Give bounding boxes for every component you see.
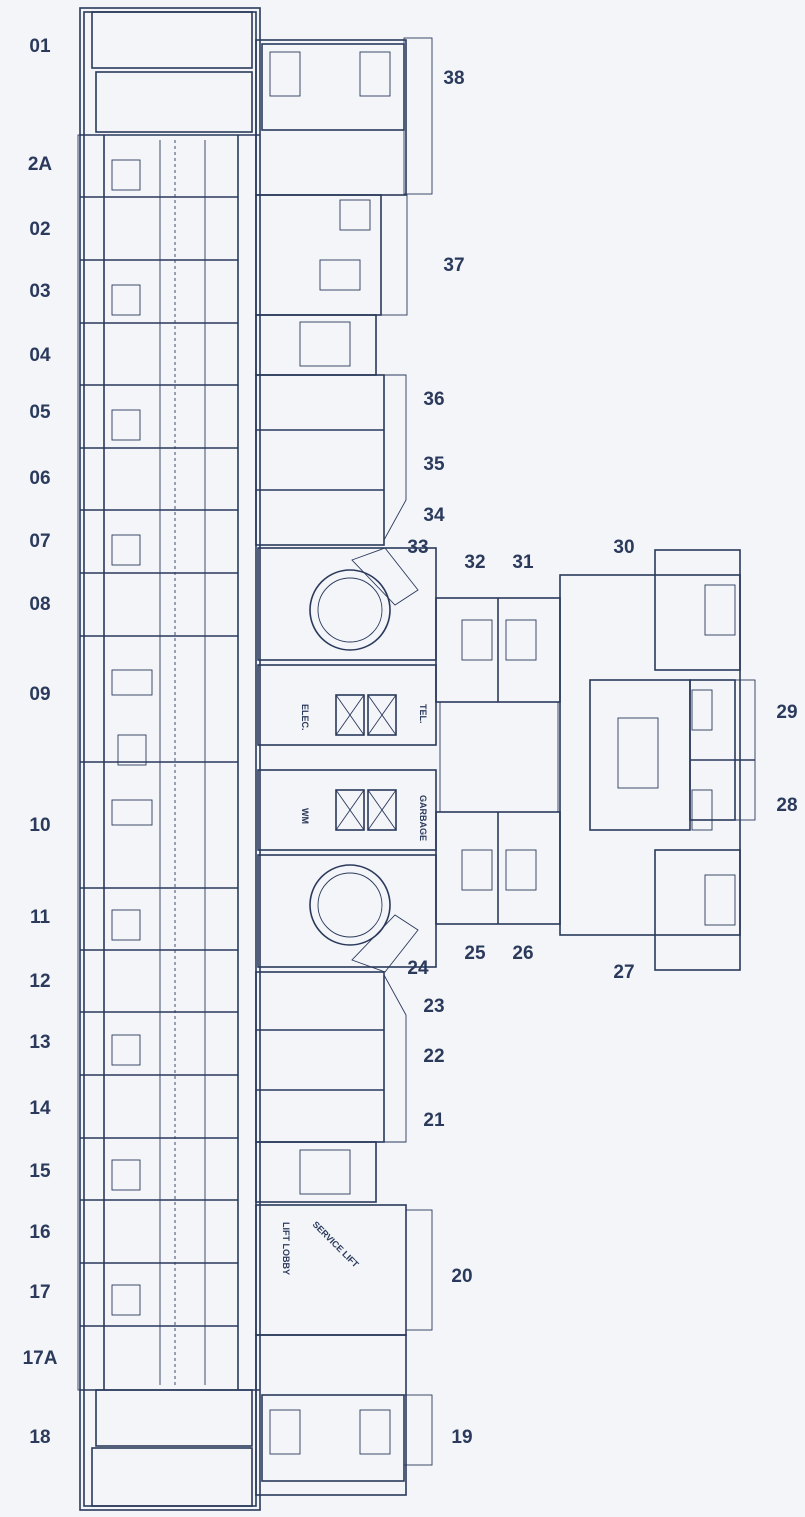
- unit-label-35: 35: [423, 454, 445, 475]
- room-tag-tel: TEL.: [418, 704, 428, 724]
- unit-label-09: 09: [29, 684, 50, 705]
- unit-label-31: 31: [512, 552, 534, 573]
- room-tag-elec: ELEC.: [300, 704, 310, 731]
- unit-label-01: 01: [29, 36, 51, 57]
- unit-label-29: 29: [776, 702, 797, 723]
- unit-label-34: 34: [423, 505, 445, 526]
- unit-label-20: 20: [451, 1266, 472, 1287]
- unit-label-30: 30: [613, 537, 634, 558]
- unit-label-27: 27: [613, 962, 634, 983]
- left-wing: [77, 7, 261, 1511]
- unit-label-11: 11: [30, 907, 51, 928]
- unit-label-17a: 17A: [23, 1348, 58, 1369]
- unit-label-13: 13: [29, 1032, 50, 1053]
- unit-label-04: 04: [29, 345, 51, 366]
- unit-label-15: 15: [29, 1161, 51, 1182]
- unit-label-07: 07: [29, 531, 50, 552]
- unit-label-16: 16: [29, 1222, 50, 1243]
- unit-label-19: 19: [451, 1427, 472, 1448]
- center-column: [255, 37, 437, 1496]
- unit-label-18: 18: [29, 1427, 50, 1448]
- furniture: [111, 51, 736, 1455]
- east-wing: [435, 549, 756, 971]
- unit-label-06: 06: [29, 468, 50, 489]
- unit-label-21: 21: [423, 1110, 445, 1131]
- unit-label-26: 26: [512, 943, 533, 964]
- unit-label-38: 38: [443, 68, 464, 89]
- unit-label-05: 05: [29, 402, 51, 423]
- unit-labels: 01 2A 02 03 04 05 06 07 08 09 10 11 12 1…: [23, 36, 798, 1448]
- unit-label-28: 28: [776, 795, 797, 816]
- unit-label-37: 37: [443, 255, 464, 276]
- unit-label-33: 33: [407, 537, 428, 558]
- unit-label-36: 36: [423, 389, 444, 410]
- unit-label-03: 03: [29, 281, 50, 302]
- unit-label-08: 08: [29, 594, 50, 615]
- unit-label-32: 32: [464, 552, 485, 573]
- unit-label-12: 12: [29, 971, 50, 992]
- unit-label-24: 24: [407, 958, 429, 979]
- unit-label-25: 25: [464, 943, 486, 964]
- unit-label-23: 23: [423, 996, 444, 1017]
- room-tag-service-lift: SERVICE LIFT: [311, 1219, 361, 1269]
- unit-label-02: 02: [29, 219, 50, 240]
- room-tag-garbage: GARBAGE: [418, 795, 428, 841]
- room-tag-lift-lobby: LIFT LOBBY: [281, 1222, 291, 1275]
- unit-label-22: 22: [423, 1046, 444, 1067]
- unit-label-14: 14: [29, 1098, 51, 1119]
- unit-label-10: 10: [29, 815, 50, 836]
- unit-label-17: 17: [29, 1282, 50, 1303]
- room-tag-wm: WM: [300, 808, 310, 824]
- unit-label-2a: 2A: [28, 154, 53, 175]
